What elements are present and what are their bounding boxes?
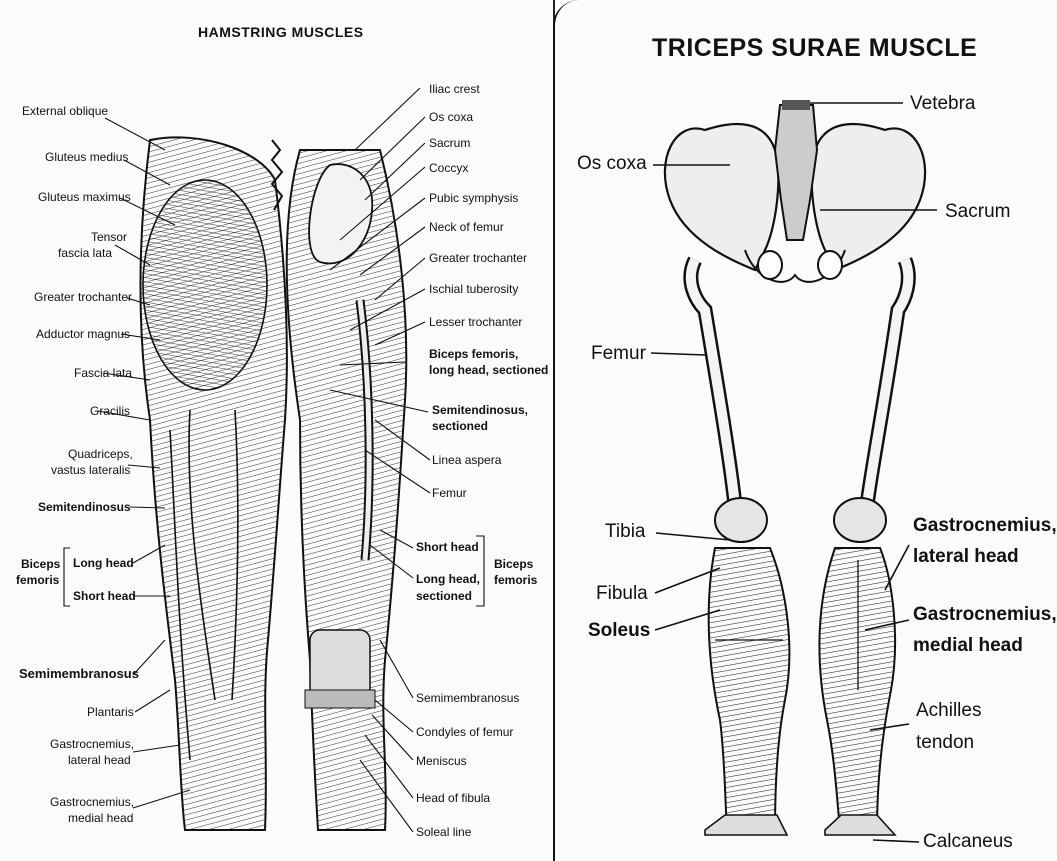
label-gastrocnemius-lateral-right-1: Gastrocnemius, [913, 515, 1057, 537]
label-os-coxa-right: Os coxa [577, 153, 647, 175]
label-semitendinosus-left: Semitendinosus [38, 500, 131, 514]
label-head-of-fibula: Head of fibula [416, 791, 490, 805]
label-fascia-lata: Fascia lata [74, 366, 132, 380]
label-femur-left: Femur [432, 486, 467, 500]
label-gastrocnemius-lateral-left-1: Gastrocnemius, [50, 737, 134, 751]
label-vetebra: Vetebra [910, 93, 976, 115]
label-semitendinosus-sectioned-2: sectioned [432, 419, 488, 433]
label-femoris-right: femoris [494, 573, 537, 587]
label-gastrocnemius-medial-left-2: medial head [68, 811, 133, 825]
label-femur-right: Femur [591, 343, 646, 365]
label-biceps: Biceps [21, 557, 60, 571]
hamstring-panel: HAMSTRING MUSCLES External oblique Glute… [0, 0, 555, 861]
label-ischial-tuberosity: Ischial tuberosity [429, 282, 518, 296]
label-short-head-left: Short head [73, 589, 136, 603]
label-semimembranosus-left: Semimembranosus [19, 667, 139, 681]
label-condyles-of-femur: Condyles of femur [416, 725, 513, 739]
label-semimembranosus-right: Semimembranosus [416, 691, 519, 705]
label-soleal-line: Soleal line [416, 825, 471, 839]
label-quadriceps: Quadriceps, [68, 447, 133, 461]
label-gracilis: Gracilis [90, 404, 130, 418]
label-external-oblique: External oblique [22, 104, 108, 118]
label-semitendinosus-sectioned-1: Semitendinosus, [432, 403, 528, 417]
label-soleus: Soleus [588, 620, 650, 642]
label-pubic-symphysis: Pubic symphysis [429, 191, 518, 205]
label-tendon: tendon [916, 732, 974, 754]
label-femoris: femoris [16, 573, 59, 587]
label-coccyx: Coccyx [429, 161, 468, 175]
label-greater-trochanter-right: Greater trochanter [429, 251, 527, 265]
label-sacrum-left: Sacrum [429, 136, 470, 150]
label-gastrocnemius-medial-right-1: Gastrocnemius, [913, 604, 1057, 626]
label-lesser-trochanter: Lesser trochanter [429, 315, 522, 329]
label-tensor: Tensor [91, 230, 127, 244]
label-vastus-lateralis: vastus lateralis [51, 463, 130, 477]
label-gastrocnemius-lateral-right-2: lateral head [913, 546, 1019, 568]
label-adductor-magnus: Adductor magnus [36, 327, 130, 341]
label-linea-aspera: Linea aspera [432, 453, 501, 467]
label-meniscus: Meniscus [416, 754, 467, 768]
label-achilles: Achilles [916, 700, 981, 722]
label-iliac-crest: Iliac crest [429, 82, 480, 96]
label-greater-trochanter-left: Greater trochanter [34, 290, 132, 304]
label-biceps-right: Biceps [494, 557, 533, 571]
label-tibia: Tibia [605, 521, 645, 543]
label-gluteus-medius: Gluteus medius [45, 150, 128, 164]
label-calcaneus: Calcaneus [923, 831, 1013, 853]
label-biceps-sectioned-2: long head, sectioned [429, 363, 548, 377]
label-gluteus-maximus: Gluteus maximus [38, 190, 131, 204]
label-fascia-lata-tensor: fascia lata [58, 246, 112, 260]
label-long-head-right-2: sectioned [416, 589, 472, 603]
label-gastrocnemius-medial-left-1: Gastrocnemius, [50, 795, 134, 809]
label-gastrocnemius-lateral-left-2: lateral head [68, 753, 131, 767]
label-neck-of-femur: Neck of femur [429, 220, 504, 234]
triceps-surae-title: TRICEPS SURAE MUSCLE [652, 34, 977, 63]
label-short-head-right: Short head [416, 540, 479, 554]
triceps-surae-illustration [555, 0, 1057, 861]
label-gastrocnemius-medial-right-2: medial head [913, 635, 1023, 657]
label-long-head-left: Long head [73, 556, 134, 570]
label-biceps-sectioned-1: Biceps femoris, [429, 347, 518, 361]
label-os-coxa-left: Os coxa [429, 110, 473, 124]
label-sacrum-right: Sacrum [945, 201, 1010, 223]
triceps-surae-panel: TRICEPS SURAE MUSCLE Vetebra Os coxa Sac… [553, 0, 1057, 861]
label-plantaris: Plantaris [87, 705, 134, 719]
hamstring-title: HAMSTRING MUSCLES [198, 24, 364, 40]
label-long-head-right-1: Long head, [416, 572, 480, 586]
label-fibula: Fibula [596, 583, 648, 605]
